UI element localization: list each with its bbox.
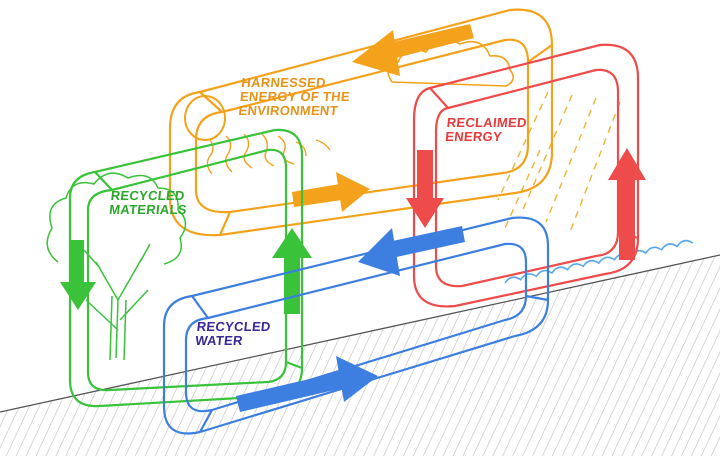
cloud-icon bbox=[387, 38, 514, 87]
red-arrow-down bbox=[406, 150, 444, 228]
sun-icon bbox=[184, 95, 226, 141]
blue-arrow-right bbox=[236, 356, 378, 412]
blue-water-loop bbox=[162, 216, 550, 435]
red-arrow-up bbox=[608, 148, 646, 260]
green-arrow-down bbox=[60, 240, 96, 310]
sun-rays bbox=[206, 133, 331, 175]
tree-icon bbox=[46, 172, 187, 361]
orange-arrow-right bbox=[292, 172, 370, 212]
blue-arrow-left bbox=[358, 226, 465, 276]
recycled-water-label: RECYCLED WATER bbox=[194, 319, 272, 348]
water-waves bbox=[504, 239, 694, 284]
recycled-materials-label: RECYCLED MATERIALS bbox=[108, 188, 188, 217]
ground-slope bbox=[0, 254, 720, 456]
orange-arrow-left bbox=[352, 24, 474, 76]
reclaimed-energy-label: RECLAIMED ENERGY bbox=[444, 115, 528, 144]
harnessed-energy-label: HARNESSED ENERGY OF THE ENVIRONMENT bbox=[237, 75, 351, 118]
rain-lines bbox=[497, 91, 621, 233]
